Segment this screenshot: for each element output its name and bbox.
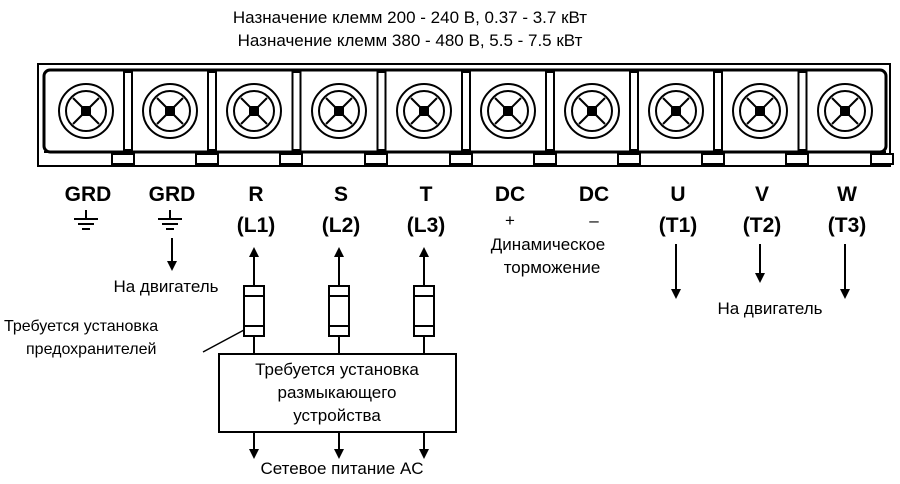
terminal-divider-1 [123,71,133,151]
disconnect-switch-box [218,353,457,433]
terminal-block [37,63,894,167]
terminal-tab-4 [364,153,388,165]
terminal-tab-8 [701,153,725,165]
terminal-screw-2 [142,83,219,165]
terminal-divider-2 [207,71,217,151]
terminal-screw-6 [480,83,557,165]
terminal-screw-7 [564,83,641,165]
header-line-2: Назначение клемм 380 - 480 В, 5.5 - 7.5 … [238,31,583,50]
terminal-divider-5 [461,71,471,151]
terminal-sublabel-5: (L3) [407,214,446,237]
terminal-screw-3 [226,83,303,165]
terminal-sublabel-4: (L2) [322,214,361,237]
terminal-screw-8 [648,83,725,165]
terminal-label-7: DC [579,183,609,206]
terminal-label-2: GRD [149,183,196,206]
ac-supply-label: Сетевое питание AC [260,459,423,478]
terminal-sublabel-10: (T3) [828,214,867,237]
terminal-divider-8 [713,71,723,151]
terminal-label-3: R [248,183,263,206]
terminal-screw-1 [58,83,135,165]
terminal-sublabel-8: (T1) [659,214,698,237]
fuse-note-line-2: предохранителей [26,341,156,358]
terminal-label-1: GRD [65,183,112,206]
supply-line-t [413,247,435,354]
terminal-screw-9 [732,83,809,165]
header-line-1: Назначение клемм 200 - 240 В, 0.37 - 3.7… [233,8,587,27]
terminal-label-4: S [334,183,348,206]
fuse-note-leader [202,329,245,353]
ground-symbol-1 [74,210,98,230]
braking-label-line-1: Динамическое [491,235,605,254]
terminal-sublabel-9: (T2) [743,214,782,237]
terminal-sublabel-6: + [505,211,515,230]
terminal-tab-6 [533,153,557,165]
terminal-divider-3 [291,71,302,151]
terminal-label-10: W [837,183,857,206]
terminal-tab-7 [617,153,641,165]
supply-line-s [328,247,350,354]
terminal-sublabel-3: (L1) [237,214,276,237]
terminal-screw-10 [817,83,894,165]
terminal-label-5: T [420,183,433,206]
terminal-tab-2 [195,153,219,165]
switch-label-line-3: устройства [293,406,381,425]
terminal-tab-9 [785,153,809,165]
terminal-tab-3 [279,153,303,165]
to-motor-right-label: На двигатель [717,299,822,318]
terminal-divider-4 [376,71,387,151]
braking-label-line-2: торможение [504,258,601,277]
to-motor-left-label: На двигатель [113,277,218,296]
fuse-note-line-1: Требуется установка [4,318,158,335]
terminal-label-8: U [670,183,685,206]
terminal-divider-9 [797,71,808,151]
terminal-divider-7 [629,71,639,151]
supply-line-r [243,247,265,354]
terminal-sublabel-7: – [589,211,599,230]
terminal-tab-1 [111,153,135,165]
terminal-label-9: V [755,183,769,206]
terminal-screw-4 [311,83,388,165]
terminal-screw-5 [396,83,473,165]
switch-label-line-2: размыкающего [278,383,397,402]
switch-label-line-1: Требуется установка [255,360,419,379]
ground-symbol-2 [158,210,182,230]
terminal-label-6: DC [495,183,525,206]
terminal-tab-5 [449,153,473,165]
terminal-tab-10 [870,153,894,165]
terminal-divider-6 [545,71,555,151]
